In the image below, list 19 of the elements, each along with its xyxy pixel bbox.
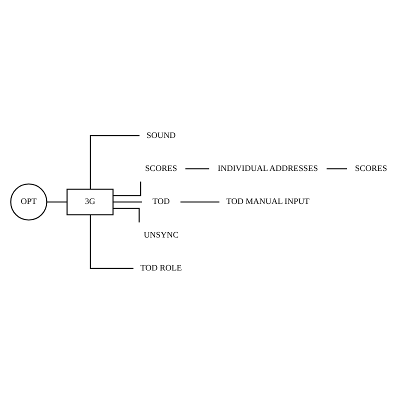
connector: [113, 208, 140, 222]
connector: [180, 201, 220, 203]
node-text: INDIVIDUAL ADDRESSES: [218, 162, 318, 173]
connector: [90, 135, 140, 190]
connector: [326, 168, 348, 170]
node-text: TOD ROLE: [140, 262, 182, 273]
connector: [90, 214, 134, 269]
node-text: UNSYNC: [144, 229, 179, 240]
connector: [185, 168, 210, 170]
connector: [113, 182, 142, 196]
node-box: 3G: [66, 188, 114, 216]
node-text: SCORES: [355, 162, 388, 173]
node-text: TOD MANUAL INPUT: [226, 196, 310, 206]
node-text: SCORES: [145, 162, 178, 173]
node-text: TOD: [152, 196, 170, 206]
node-text: SOUND: [146, 130, 176, 140]
connector: [113, 201, 142, 203]
node-circle: OPT: [10, 183, 48, 221]
connector: [46, 201, 67, 203]
